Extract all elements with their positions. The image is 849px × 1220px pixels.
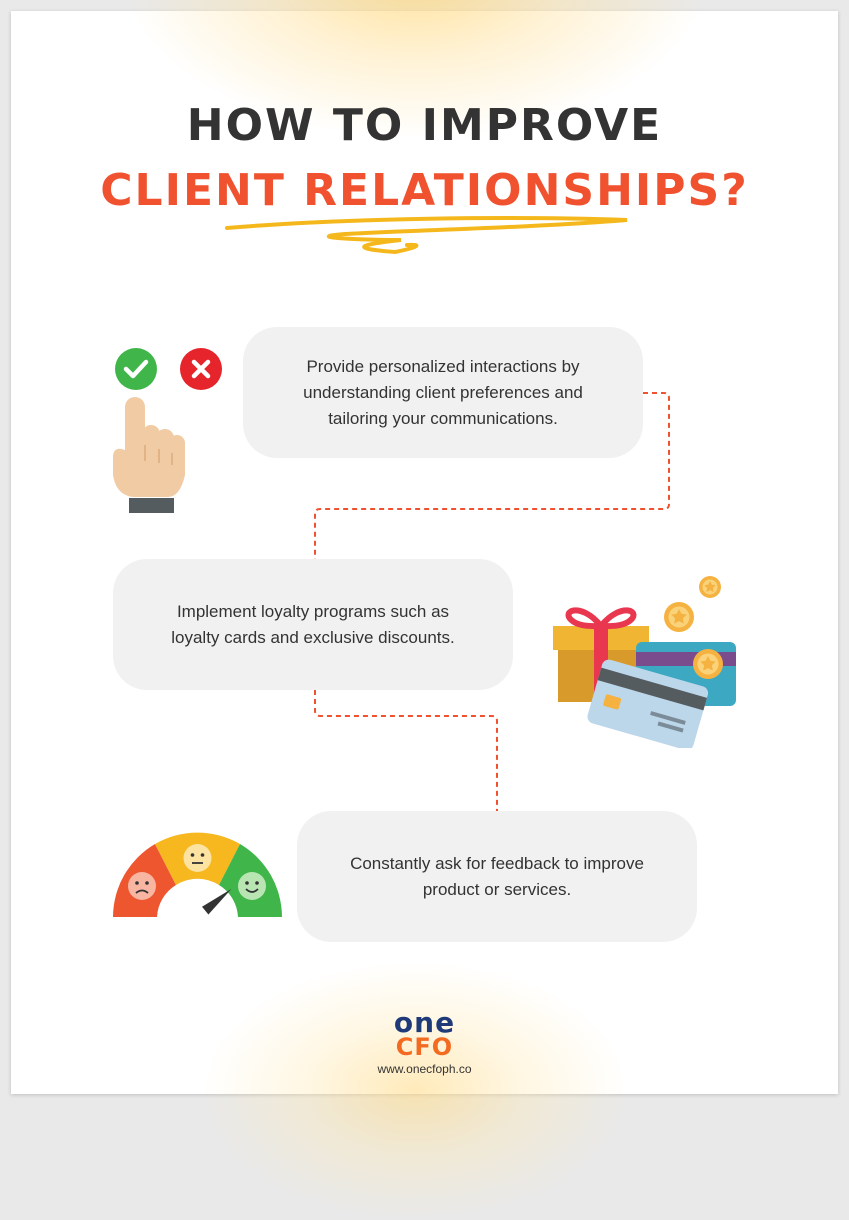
tip-text: Constantly ask for feedback to improve p… [350, 853, 644, 899]
title-underline-squiggle [225, 216, 628, 255]
tip-card-feedback: Constantly ask for feedback to improve p… [297, 811, 697, 942]
tip-text: Provide personalized interactions by und… [303, 356, 583, 428]
check-icon [115, 348, 157, 390]
website-url: www.onecfoph.co [377, 1062, 472, 1076]
tip-text: Implement loyalty programs such as loyal… [171, 601, 455, 647]
dashed-connector [314, 392, 670, 811]
gift-and-cards-icon [553, 576, 736, 748]
logo-one: one [393, 1006, 456, 1039]
title-line-1: HOW TO IMPROVE [186, 100, 663, 151]
hand-choice-icon [112, 348, 222, 513]
tip-card-loyalty: Implement loyalty programs such as loyal… [113, 559, 513, 690]
tip-card-personalized: Provide personalized interactions by und… [243, 327, 643, 458]
gauge-needle [202, 888, 232, 915]
title-line-2: CLIENT RELATIONSHIPS? [100, 165, 749, 216]
logo-cfo: CFO [395, 1033, 454, 1061]
feedback-gauge-icon [113, 832, 282, 917]
